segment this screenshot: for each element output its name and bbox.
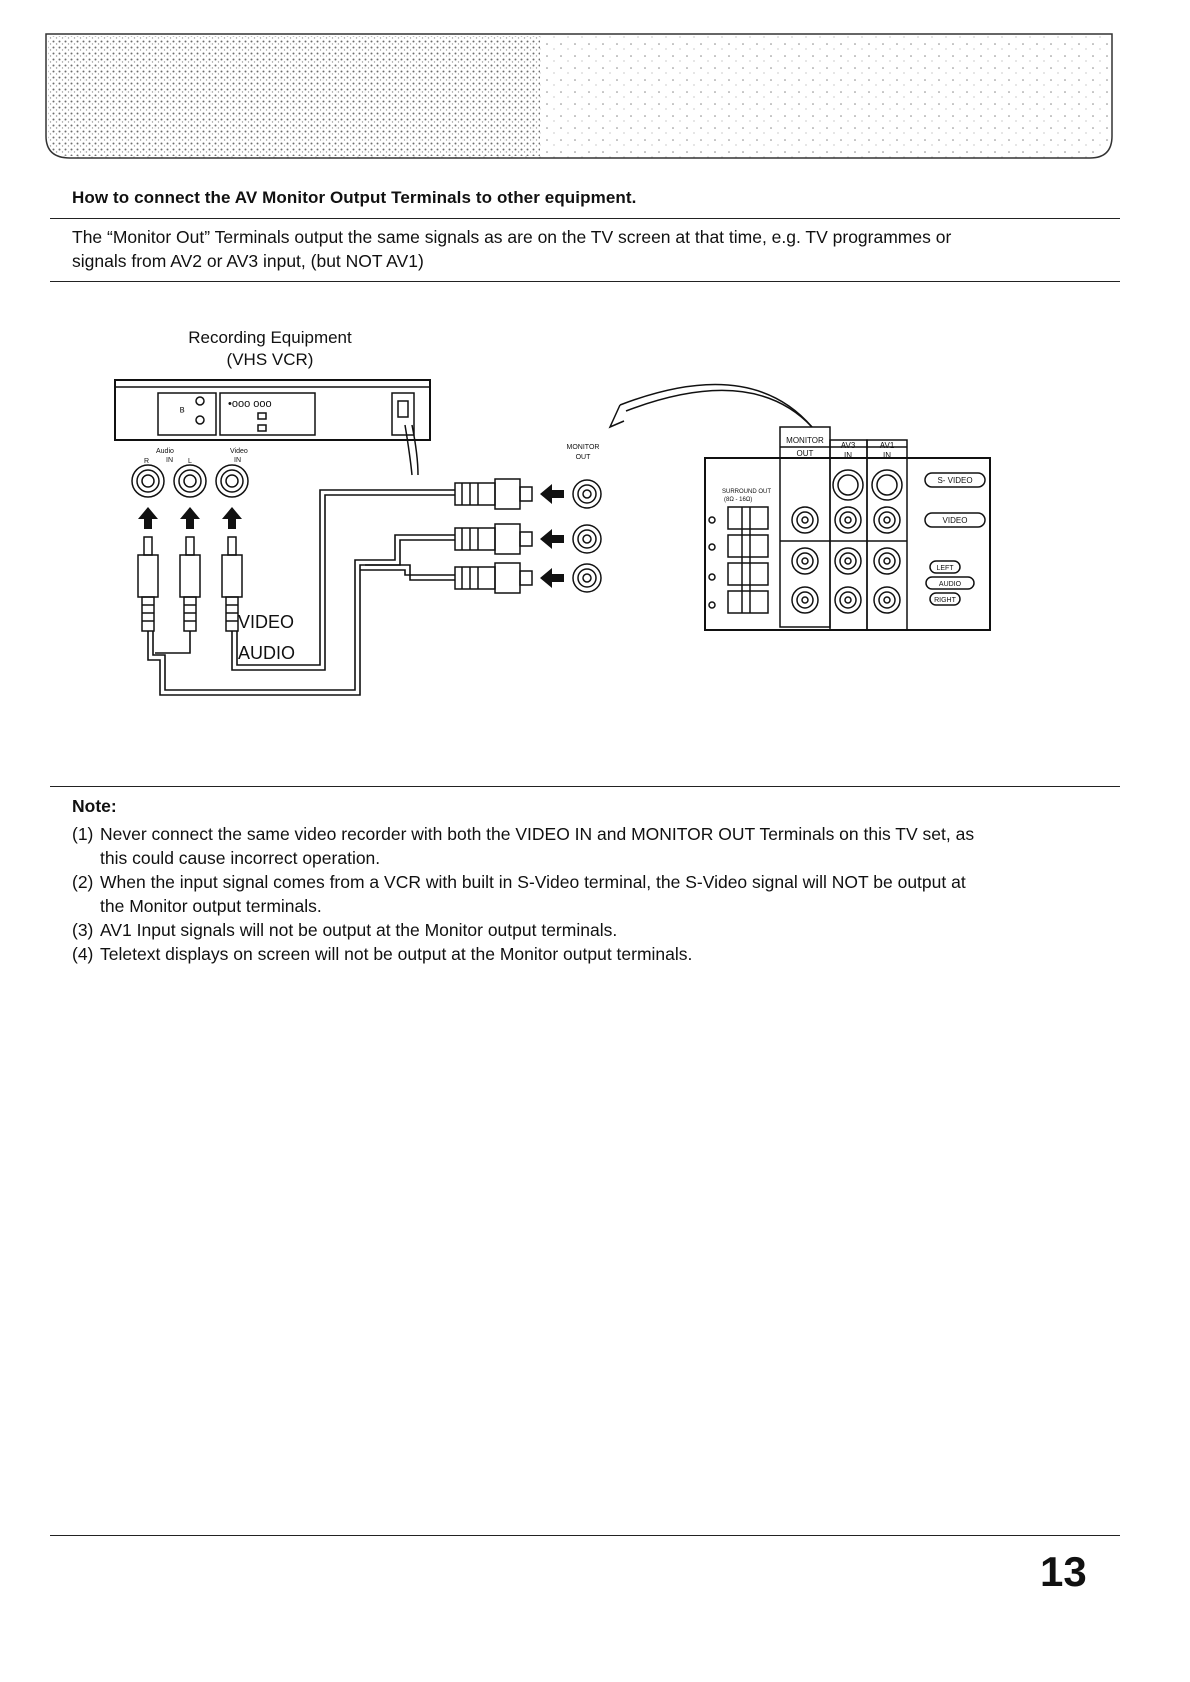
note-item: (1) Never connect the same video recorde… (72, 822, 1132, 870)
panel-out-label: OUT (797, 449, 814, 458)
note-text: Never connect the same video recorder wi… (100, 824, 975, 844)
header-banner (40, 28, 1118, 168)
note-text: AV1 Input signals will not be output at … (100, 920, 618, 940)
vcr-arrows (138, 507, 242, 529)
title-divider (50, 218, 1120, 219)
note-item: (4) Teletext displays on screen will not… (72, 942, 1132, 966)
note-divider (50, 786, 1120, 787)
output-plugs (454, 478, 533, 594)
note-number: (2) (72, 872, 94, 892)
panel-av1-label: AV1 (880, 441, 895, 450)
svg-text:ᴮ: ᴮ (180, 406, 185, 418)
monitor-out-jacks (572, 479, 602, 593)
vcr-r-label: R (144, 458, 149, 465)
pointer-arrowhead (608, 404, 625, 429)
vcr-video-label: Video (230, 448, 248, 455)
note-text: When the input signal comes from a VCR w… (100, 872, 966, 892)
note-title: Note: (72, 796, 117, 816)
panel-left-label: LEFT (936, 565, 954, 572)
note-text-continued: the Monitor output terminals. (100, 896, 322, 916)
output-arrows (540, 484, 564, 588)
header-banner-graphic (45, 33, 1113, 159)
note-number: (1) (72, 824, 94, 844)
tv-rear-panel: MONITOR OUT AV3 IN AV1 IN SURROUND OUT (… (704, 426, 991, 631)
vcr-l-label: L (188, 458, 192, 465)
intro-paragraph: The “Monitor Out” Terminals output the s… (72, 225, 1112, 273)
panel-av1-in-label: IN (883, 451, 891, 460)
note-list: (1) Never connect the same video recorde… (72, 822, 1132, 966)
vcr-jacks (131, 464, 249, 498)
panel-right-label: RIGHT (934, 597, 957, 604)
cable-video-label: VIDEO (238, 612, 294, 632)
intro-line-1: The “Monitor Out” Terminals output the s… (72, 227, 952, 247)
cable-audio-label: AUDIO (238, 643, 295, 663)
vcr-plugs (137, 536, 243, 632)
footer-divider (50, 1535, 1120, 1536)
vcr-in2-label: IN (234, 457, 241, 464)
monitor-out-small-label: MONITOR (567, 444, 600, 451)
panel-surround-ohm-label: (8Ω - 16Ω) (724, 497, 752, 503)
recorder-label-line2: (VHS VCR) (227, 350, 314, 369)
panel-av3-in-label: IN (844, 451, 852, 460)
svg-text:•ooo ooo: •ooo ooo (228, 398, 272, 410)
recorder-label-line1: Recording Equipment (188, 328, 352, 347)
note-item: (3) AV1 Input signals will not be output… (72, 918, 1132, 942)
vcr-audio-label: Audio (156, 448, 174, 455)
page-number: 13 (1040, 1548, 1087, 1595)
vcr-in-label: IN (166, 457, 173, 464)
intro-divider (50, 281, 1120, 282)
pointer-curve (619, 383, 813, 428)
panel-monitor-label: MONITOR (786, 436, 824, 445)
panel-svideo-label: S- VIDEO (937, 476, 972, 485)
panel-audio-label: AUDIO (939, 581, 962, 588)
monitor-out-small-label2: OUT (576, 454, 592, 461)
panel-av3-label: AV3 (841, 441, 856, 450)
note-number: (4) (72, 944, 94, 964)
section-title: How to connect the AV Monitor Output Ter… (72, 188, 637, 207)
connection-diagram-graphic: Recording Equipment (VHS VCR) ᴮ •ooo ooo… (114, 328, 991, 696)
intro-line-2: signals from AV2 or AV3 input, (but NOT … (72, 251, 424, 271)
note-text: Teletext displays on screen will not be … (100, 944, 693, 964)
panel-surround-label: SURROUND OUT (722, 489, 771, 495)
panel-video-label: VIDEO (943, 516, 968, 525)
vcr-device: ᴮ •ooo ooo (114, 379, 431, 476)
note-item: (2) When the input signal comes from a V… (72, 870, 1132, 918)
note-number: (3) (72, 920, 94, 940)
cables (147, 489, 455, 696)
connection-diagram: Recording Equipment (VHS VCR) ᴮ •ooo ooo… (100, 315, 1100, 755)
note-text-continued: this could cause incorrect operation. (100, 848, 381, 868)
